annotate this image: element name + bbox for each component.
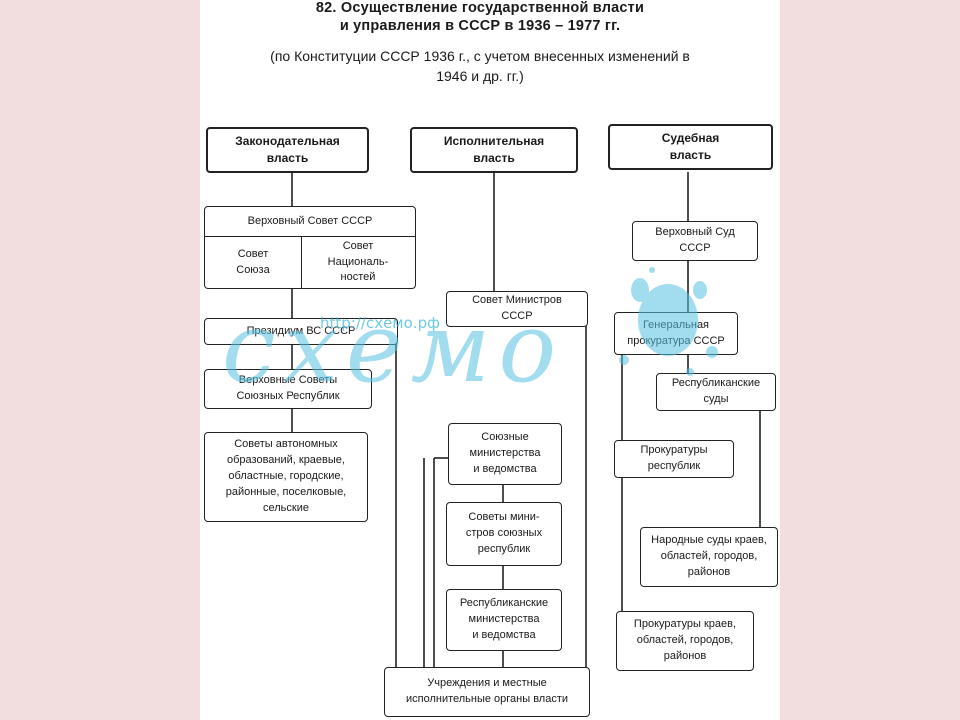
diagram-subtitle-line1: (по Конституции СССР 1936 г., с учетом в… (270, 48, 690, 64)
watermark-url: http://схемо.рф (320, 314, 440, 332)
supreme-soviet-label: Верховный Совет СССР (205, 207, 415, 237)
watermark-logo-word: схемо (222, 292, 565, 404)
peoples-courts-box: Народные суды краев,областей, городов,ра… (640, 527, 778, 587)
regional-prosecutors-box: Прокуратуры краев,областей, городов,райо… (616, 611, 754, 671)
diagram-title-line2: и управления в СССР в 1936 – 1977 гг. (339, 18, 621, 34)
diagram-title-line1: 82. Осуществление государственной власти (315, 0, 645, 16)
diagram-subtitle-line2: 1946 и др. гг.) (436, 68, 524, 84)
local-soviets-box: Советы автономных образований, краевые, … (204, 432, 368, 522)
presidium-box: Президиум ВС СССР (204, 318, 398, 345)
